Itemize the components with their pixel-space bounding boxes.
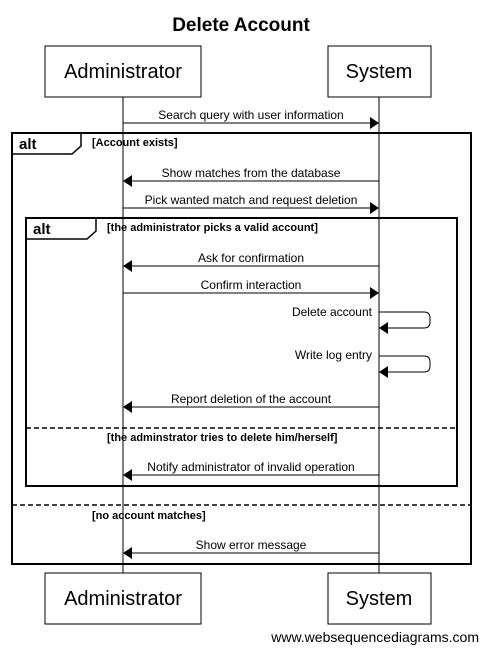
- fragment-guard: [the adminstrator tries to delete him/he…: [107, 432, 338, 444]
- message-show-matches: Show matches from the database: [123, 166, 379, 187]
- message-report-deletion: Report deletion of the account: [123, 392, 379, 413]
- fragment-keyword: alt: [19, 136, 37, 153]
- message-notify-invalid: Notify administrator of invalid operatio…: [123, 460, 379, 481]
- fragment-guard: [no account matches]: [92, 510, 206, 522]
- participant-administrator-top: Administrator: [44, 45, 202, 98]
- message-label: Delete account: [292, 305, 373, 319]
- message-delete-account: Delete account: [292, 305, 431, 334]
- fragment-guard: [the administrator picks a valid account…: [107, 222, 318, 234]
- message-label: Ask for confirmation: [198, 251, 304, 265]
- message-search-query: Search query with user information: [123, 108, 379, 129]
- message-label: Notify administrator of invalid operatio…: [147, 460, 354, 474]
- participant-system-top: System: [327, 45, 432, 98]
- message-label: Search query with user information: [158, 108, 343, 122]
- fragment-guard: [Account exists]: [92, 137, 178, 149]
- participant-label: System: [346, 588, 413, 610]
- participant-label: Administrator: [64, 588, 182, 610]
- message-label: Show error message: [196, 538, 307, 552]
- message-label: Confirm interaction: [201, 278, 302, 292]
- message-write-log: Write log entry: [295, 348, 431, 378]
- fragment-keyword: alt: [33, 221, 51, 238]
- credit-link[interactable]: www.websequencediagrams.com: [270, 629, 479, 645]
- message-label: Write log entry: [295, 348, 372, 362]
- message-label: Pick wanted match and request deletion: [145, 193, 358, 207]
- inner-alt-fragment: alt [the administrator picks a valid acc…: [25, 217, 458, 487]
- message-label: Report deletion of the account: [171, 392, 332, 406]
- message-confirm-interaction: Confirm interaction: [123, 278, 379, 299]
- message-ask-confirmation: Ask for confirmation: [123, 251, 379, 272]
- participant-system-bottom: System: [327, 572, 432, 625]
- message-show-error: Show error message: [123, 538, 379, 559]
- participant-label: Administrator: [64, 61, 182, 83]
- message-label: Show matches from the database: [162, 166, 341, 180]
- diagram-title: Delete Account: [172, 15, 310, 36]
- outer-alt-fragment: alt [Account exists] [no account matches…: [11, 132, 472, 565]
- participant-administrator-bottom: Administrator: [44, 572, 202, 625]
- message-pick-match: Pick wanted match and request deletion: [123, 193, 379, 214]
- participant-label: System: [346, 61, 413, 83]
